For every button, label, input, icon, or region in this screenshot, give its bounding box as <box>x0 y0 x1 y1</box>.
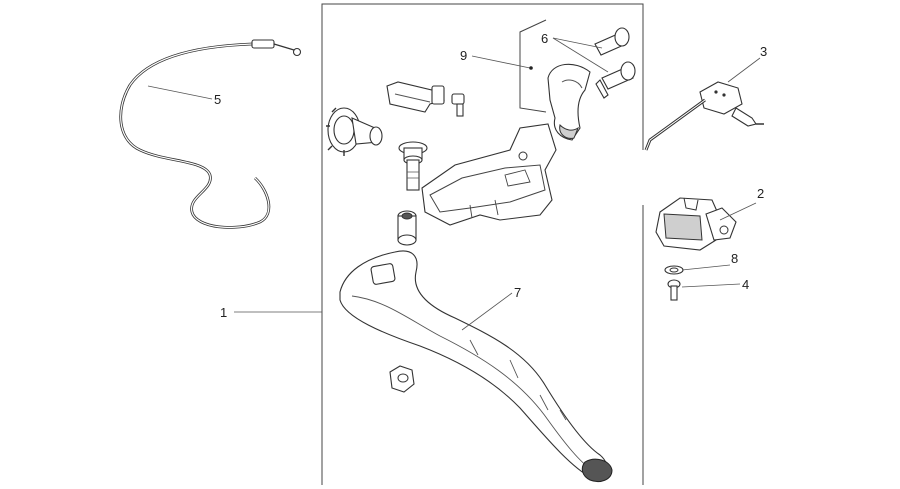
callout-2: 2 <box>757 186 764 201</box>
clamp-enclosure <box>519 19 547 113</box>
leader-lines <box>147 37 761 331</box>
callout-1: 1 <box>220 305 227 320</box>
callout-4: 4 <box>742 277 749 292</box>
switch-block-part <box>655 197 737 251</box>
adjuster-knob-part <box>326 107 383 156</box>
clutch-lever-part <box>339 250 613 483</box>
callout-7: 7 <box>514 285 521 300</box>
bushing-part <box>397 210 417 246</box>
callout-5: 5 <box>214 92 221 107</box>
handlebar-clamp-part <box>547 63 591 141</box>
assembly-frame <box>321 3 644 485</box>
callout-6: 6 <box>541 31 548 46</box>
callout-8: 8 <box>731 251 738 266</box>
microswitch-part <box>644 81 764 151</box>
callout-3: 3 <box>760 44 767 59</box>
pivot-pin-part <box>398 141 428 191</box>
callout-9: 9 <box>460 48 467 63</box>
bolt-part <box>594 27 636 99</box>
small-screw-part <box>451 93 465 117</box>
spring-clip-part <box>386 81 445 113</box>
screw-part <box>667 279 681 301</box>
clutch-cable-part <box>119 39 302 229</box>
lever-nut-part <box>389 365 415 393</box>
lever-housing-part <box>421 123 557 226</box>
washer-part <box>664 265 684 275</box>
